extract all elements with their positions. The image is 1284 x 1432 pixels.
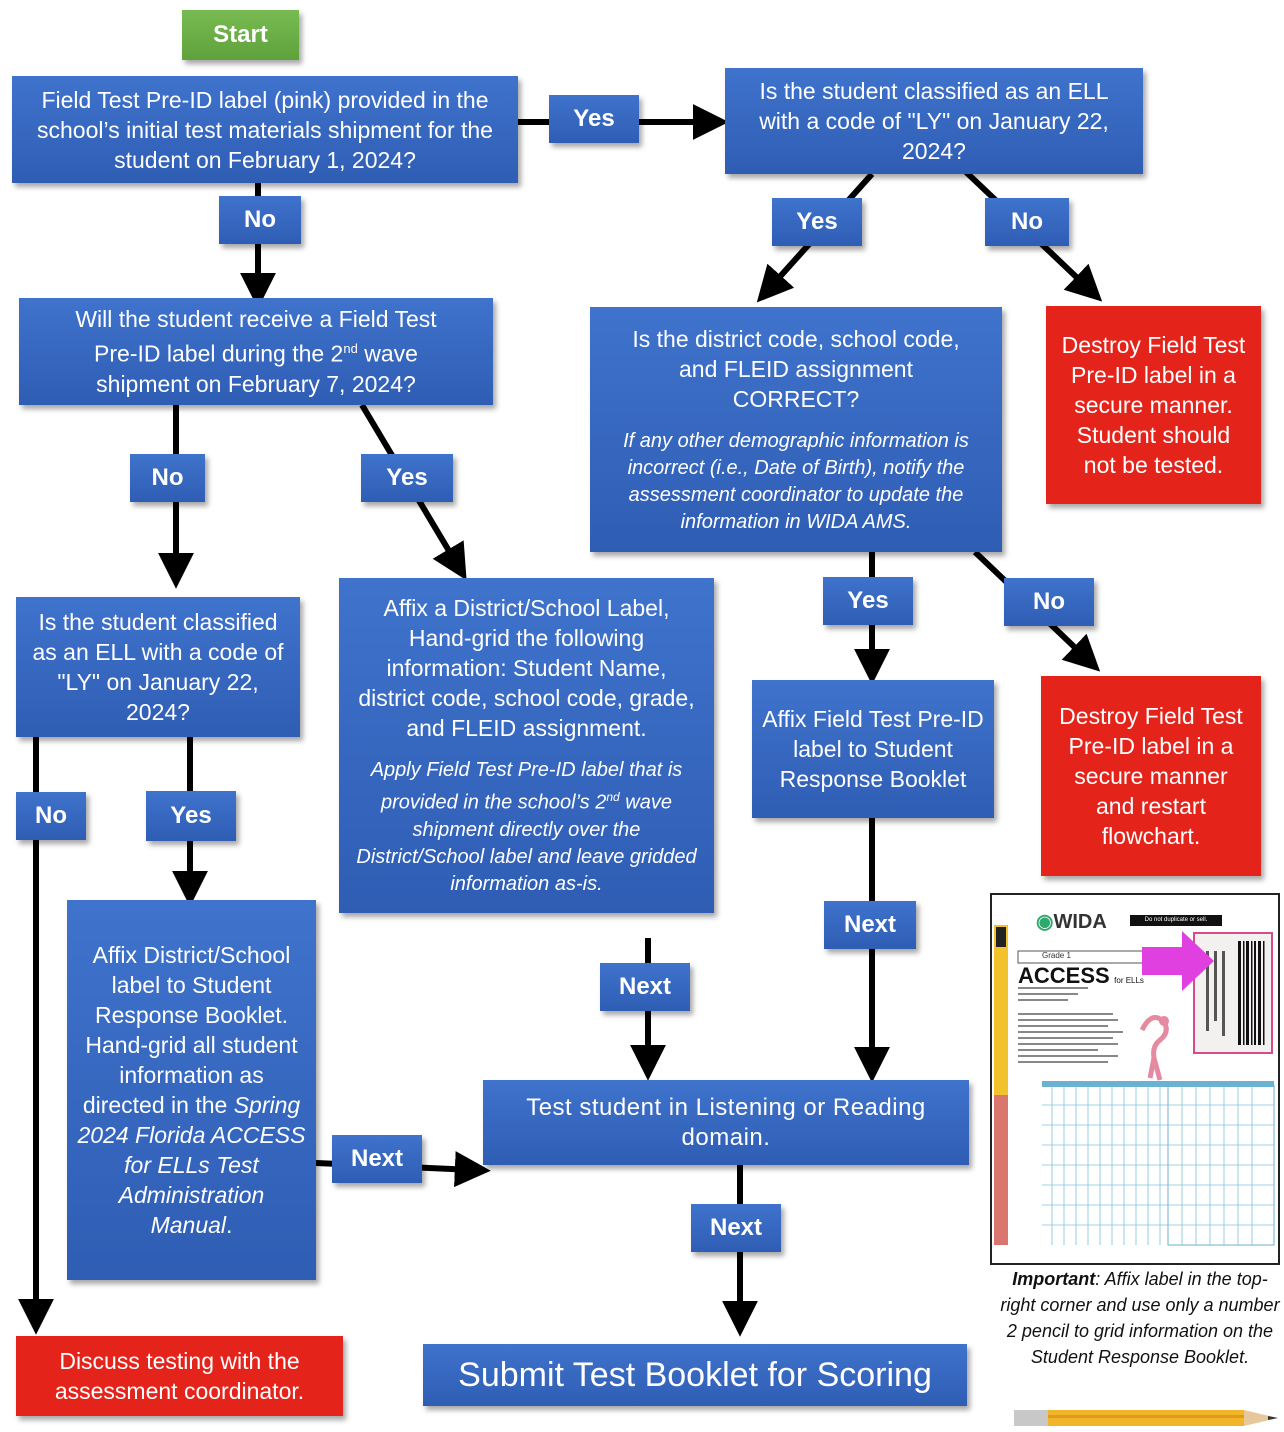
label-next-handgrid: Next xyxy=(332,1135,422,1183)
affix-handgrid-main: Affix District/School label to Student R… xyxy=(82,942,298,1118)
decision-ell-left-text: Is the student classified as an ELL with… xyxy=(32,609,284,725)
test-student-step: Test student in Listening or Reading dom… xyxy=(483,1080,969,1165)
affix-handgrid-end: . xyxy=(226,1212,233,1238)
second-wave-line2a: Pre-ID label during the 2 xyxy=(94,340,344,367)
wida-logo-text: WIDA xyxy=(1053,911,1107,933)
decision-codes-note: If any other demographic information is … xyxy=(623,429,969,533)
booklet-banner: Do not duplicate or sell. xyxy=(1130,915,1222,926)
decision-preid-text: Field Test Pre-ID label (pink) provided … xyxy=(37,86,493,173)
label-yes-ell-left: Yes xyxy=(146,791,236,841)
booklet-title: ACCESS for ELLs xyxy=(1018,963,1144,989)
label-next-test: Next xyxy=(691,1204,781,1252)
label-no-second-wave: No xyxy=(130,454,205,502)
booklet-subtitle: for ELLs xyxy=(1114,976,1144,985)
submit-text: Submit Test Booklet for Scoring xyxy=(458,1355,932,1394)
affix-district-main: Affix a District/School Label, Hand-grid… xyxy=(358,595,695,742)
label-next-preid: Next xyxy=(824,901,916,949)
label-no-ell-top: No xyxy=(985,198,1069,246)
wida-logo: ◉WIDA xyxy=(1036,909,1107,934)
caption-important: Important xyxy=(1012,1269,1096,1289)
label-no-ell-left: No xyxy=(16,792,86,840)
start-terminal: Start xyxy=(182,10,299,60)
discuss-terminal: Discuss testing with the assessment coor… xyxy=(16,1336,343,1416)
affix-handgrid-text: Affix District/School label to Student R… xyxy=(77,940,306,1240)
label-no-codes: No xyxy=(1004,578,1094,626)
submit-terminal: Submit Test Booklet for Scoring xyxy=(423,1344,967,1406)
destroy-restart: Destroy Field Test Pre-ID label in a sec… xyxy=(1041,676,1261,876)
discuss-text: Discuss testing with the assessment coor… xyxy=(54,1348,305,1404)
affix-district-note-b: wave shipment directly over the District… xyxy=(356,791,697,895)
pencil-icon xyxy=(1014,1410,1278,1426)
pink-arrow-icon xyxy=(1142,931,1214,991)
second-wave-line2b: wave xyxy=(357,340,418,367)
label-yes-ell-top: Yes xyxy=(772,198,862,246)
booklet-drawing xyxy=(994,925,1275,1246)
decision-ell-left: Is the student classified as an ELL with… xyxy=(16,597,300,737)
decision-second-wave-text: Will the student receive a Field Test Pr… xyxy=(75,304,436,399)
second-wave-sup: nd xyxy=(343,341,358,357)
label-next-district: Next xyxy=(600,963,690,1011)
booklet-illustration: ◉WIDA Do not duplicate or sell. Grade 1 … xyxy=(990,893,1280,1265)
affix-preid-step: Affix Field Test Pre-ID label to Student… xyxy=(752,680,994,818)
affix-district-note-a: Apply Field Test Pre-ID label that is pr… xyxy=(370,759,683,814)
decision-second-wave: Will the student receive a Field Test Pr… xyxy=(19,298,493,405)
second-wave-line1: Will the student receive a Field Test xyxy=(75,306,437,333)
affix-district-note-sup: nd xyxy=(606,790,620,805)
affix-preid-text: Affix Field Test Pre-ID label to Student… xyxy=(762,706,984,792)
decision-ell-top-text: Is the student classified as an ELL with… xyxy=(759,78,1109,164)
wida-globe-icon: ◉ xyxy=(1036,911,1054,933)
decision-ell-top: Is the student classified as an ELL with… xyxy=(725,68,1143,174)
second-wave-line3: shipment on February 7, 2024? xyxy=(96,370,416,397)
destroy-no-test: Destroy Field Test Pre-ID label in a sec… xyxy=(1046,306,1261,504)
booklet-title-text: ACCESS xyxy=(1018,963,1110,988)
booklet-grade: Grade 1 xyxy=(1042,951,1071,960)
label-no-preid: No xyxy=(219,196,301,244)
affix-handgrid-manual: Spring 2024 Florida ACCESS for ELLs Test… xyxy=(77,1092,306,1238)
decision-codes-text: Is the district code, school code, and F… xyxy=(632,325,960,412)
caption-text: : Affix label in the top-right corner an… xyxy=(1000,1269,1280,1367)
affix-district-note: Apply Field Test Pre-ID label that is pr… xyxy=(355,757,698,898)
affix-district-label-step: Affix a District/School Label, Hand-grid… xyxy=(339,578,714,913)
label-yes-second-wave: Yes xyxy=(361,454,453,502)
test-student-text: Test student in Listening or Reading dom… xyxy=(526,1093,926,1151)
affix-handgrid-step: Affix District/School label to Student R… xyxy=(67,900,316,1280)
destroy-no-test-text: Destroy Field Test Pre-ID label in a sec… xyxy=(1061,332,1246,478)
decision-codes-correct: Is the district code, school code, and F… xyxy=(590,307,1002,552)
destroy-restart-text: Destroy Field Test Pre-ID label in a sec… xyxy=(1059,703,1243,849)
label-yes-codes: Yes xyxy=(823,577,913,625)
booklet-caption: Important: Affix label in the top-right … xyxy=(996,1266,1284,1370)
label-yes-preid: Yes xyxy=(549,95,639,143)
decision-preid-provided: Field Test Pre-ID label (pink) provided … xyxy=(12,76,518,183)
